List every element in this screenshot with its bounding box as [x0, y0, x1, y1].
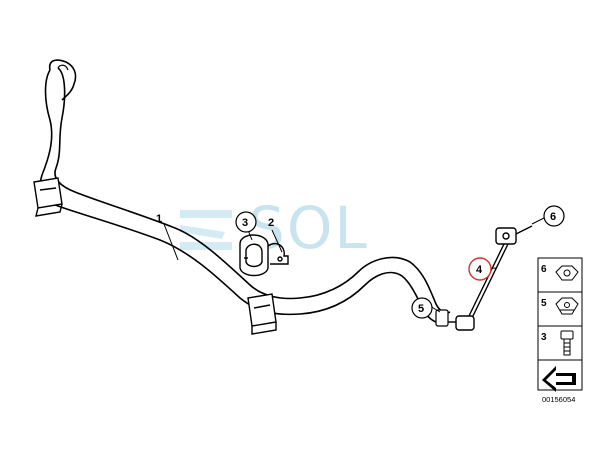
legend-row-5-label: 5	[541, 298, 547, 309]
legend-row-6: 6	[541, 264, 579, 281]
highlight-ring	[468, 257, 492, 281]
catalog-number: 00156054	[542, 395, 575, 404]
legend-row-3-label: 3	[541, 332, 547, 343]
legend-row-6-label: 6	[541, 264, 547, 275]
callout-3: 3	[235, 211, 257, 233]
direction-arrow-icon	[542, 366, 576, 392]
callout-2-label: 2	[268, 217, 274, 229]
hex-bolt-bottom	[435, 309, 449, 327]
watermark: SOL	[180, 194, 367, 262]
fastener-legend: 6 5 3	[537, 257, 583, 392]
left-bar-bushing	[33, 177, 63, 217]
callout-6-label: 6	[550, 211, 556, 223]
legend-row-3: 3	[541, 330, 574, 356]
stabilizer-bar	[39, 59, 451, 324]
callout-4-label: 4	[476, 264, 483, 276]
callout-5: 5	[411, 297, 433, 319]
flange-nut-icon	[555, 297, 579, 315]
callout-3-label: 3	[242, 217, 248, 229]
clamp-bracket	[267, 242, 289, 265]
right-bar-bushing	[247, 293, 277, 335]
stabilizer-link	[448, 225, 533, 331]
callout-2: 2	[268, 217, 274, 229]
hex-bolt-icon	[560, 330, 574, 356]
callout-5-label: 5	[418, 303, 424, 315]
rubber-mounting-part	[239, 234, 269, 277]
callout-4: 4	[468, 257, 492, 281]
watermark-logo-icon	[180, 210, 232, 250]
legend-row-5: 5	[541, 297, 579, 315]
callout-6: 6	[543, 205, 565, 227]
legend-frame	[537, 257, 583, 391]
callout-1: 1	[156, 213, 162, 225]
callout-1-label: 1	[156, 213, 162, 225]
hex-nut-icon	[555, 265, 579, 281]
